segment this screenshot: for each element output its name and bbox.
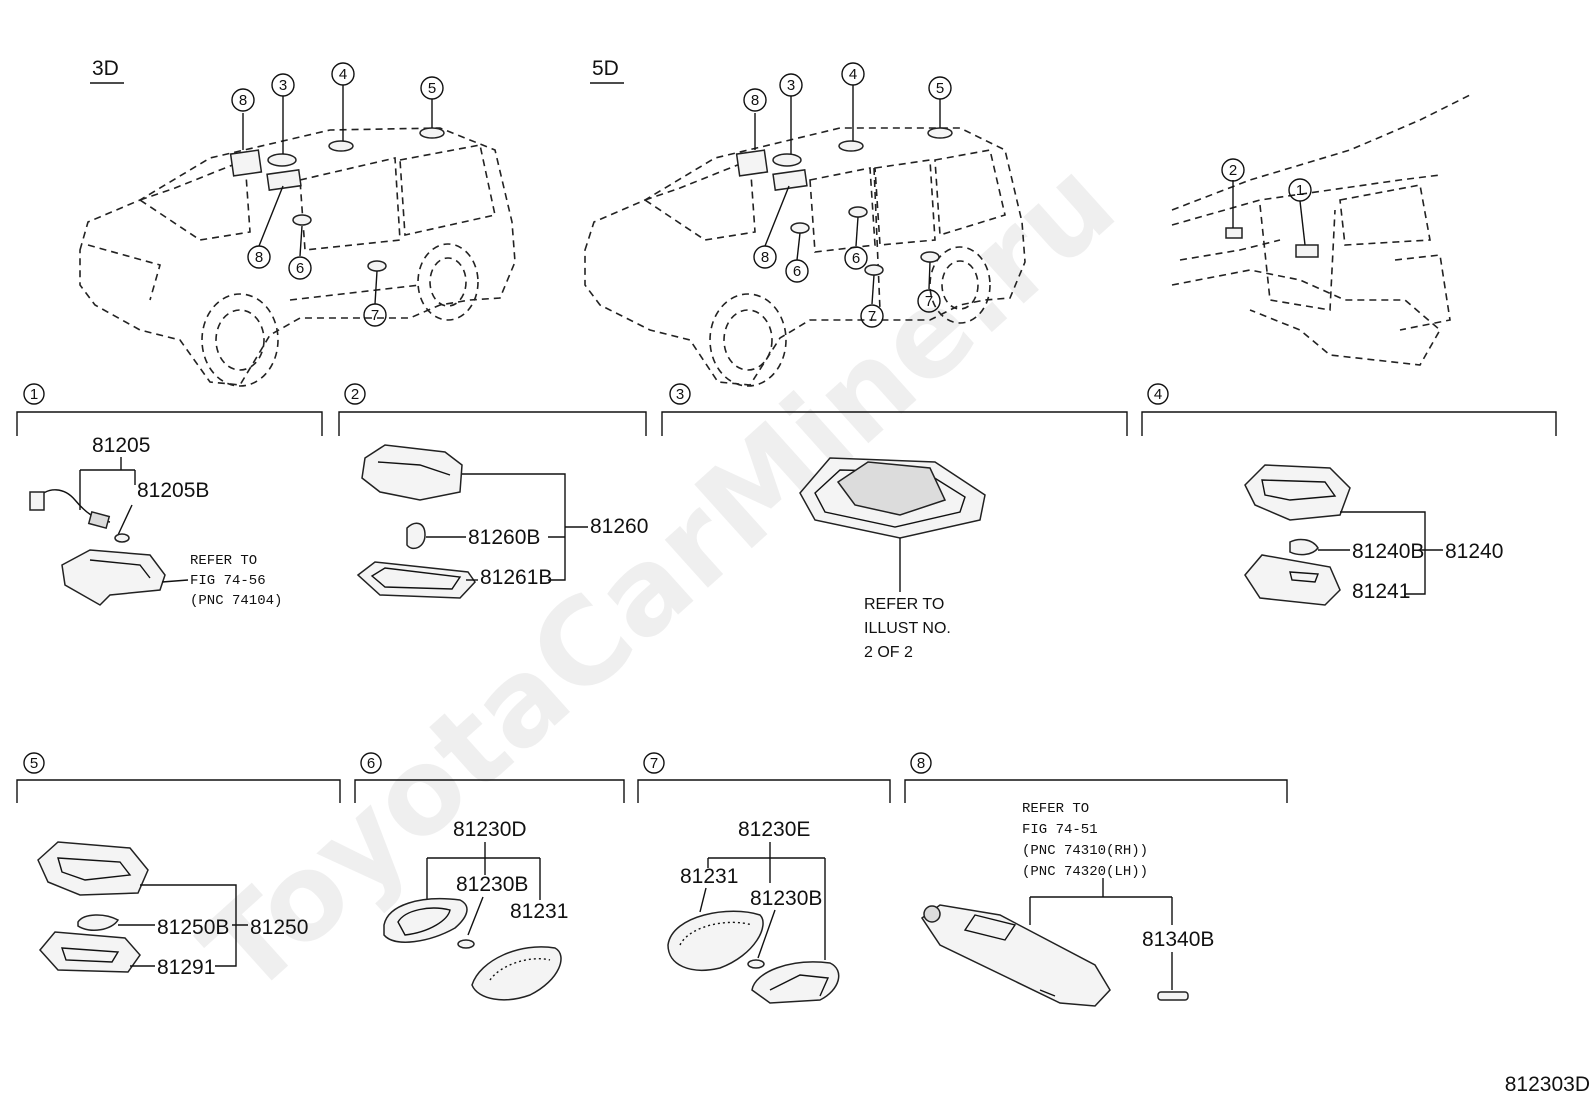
- svg-text:REFER TO: REFER TO: [1022, 801, 1089, 817]
- svg-text:1: 1: [30, 386, 38, 403]
- svg-text:8: 8: [761, 249, 769, 266]
- view-label-3d: 3D: [92, 57, 119, 80]
- svg-text:8: 8: [255, 249, 263, 266]
- watermark: ToyotaCarMine.ru: [176, 133, 1140, 1021]
- section-2: 81260B 81261B 81260: [356, 444, 648, 599]
- svg-text:2 OF 2: 2 OF 2: [864, 644, 913, 661]
- part-label-81250B: 81250B: [157, 916, 229, 939]
- svg-text:(PNC 74104): (PNC 74104): [190, 593, 282, 609]
- svg-text:7: 7: [925, 293, 933, 310]
- section-4: 81240B 81240 81241: [1244, 464, 1503, 606]
- svg-text:7: 7: [650, 755, 658, 772]
- leaders-5d: [754, 85, 941, 305]
- part-label-81260B: 81260B: [468, 526, 540, 549]
- svg-text:8: 8: [917, 755, 925, 772]
- svg-text:(PNC 74310(RH)): (PNC 74310(RH)): [1022, 843, 1148, 859]
- svg-text:5: 5: [936, 80, 944, 97]
- part-label-81240: 81240: [1445, 540, 1503, 563]
- interior-drawing: [1171, 94, 1471, 366]
- svg-text:REFER TO: REFER TO: [864, 596, 944, 613]
- svg-text:FIG 74-51: FIG 74-51: [1022, 822, 1098, 838]
- svg-text:1: 1: [1296, 182, 1304, 199]
- section-numbers: 1 2 3 4 5 6 7 8: [23, 383, 1169, 774]
- svg-text:ILLUST NO.: ILLUST NO.: [864, 620, 951, 637]
- part-label-81231: 81231: [510, 900, 568, 923]
- svg-text:5: 5: [30, 755, 38, 772]
- part-label-81230D: 81230D: [453, 818, 527, 841]
- view-label-5d: 5D: [592, 57, 619, 80]
- vehicle-5d-drawing: [584, 127, 1026, 387]
- part-label-81240B: 81240B: [1352, 540, 1424, 563]
- part-label-81261B: 81261B: [480, 566, 552, 589]
- vehicle-3d-drawing: [79, 127, 516, 387]
- section-3: REFER TO ILLUST NO. 2 OF 2: [799, 457, 986, 661]
- section-frames: [16, 411, 1557, 803]
- part-label-81250: 81250: [250, 916, 308, 939]
- svg-text:4: 4: [339, 66, 347, 83]
- svg-text:4: 4: [849, 66, 857, 83]
- section-8: REFER TO FIG 74-51 (PNC 74310(RH)) (PNC …: [920, 801, 1214, 1007]
- svg-text:2: 2: [1229, 162, 1237, 179]
- svg-text:3: 3: [676, 386, 684, 403]
- section-6: 81230D 81230B 81231: [383, 818, 568, 1001]
- section-5: 81250B 81250 81291: [37, 841, 308, 979]
- part-label-81230B: 81230B: [456, 873, 528, 896]
- svg-text:(PNC 74320(LH)): (PNC 74320(LH)): [1022, 864, 1148, 880]
- part-label-81231-s7: 81231: [680, 865, 738, 888]
- svg-text:4: 4: [1154, 386, 1162, 403]
- part-label-81340B: 81340B: [1142, 928, 1214, 951]
- svg-text:6: 6: [296, 260, 304, 277]
- svg-text:7: 7: [371, 307, 379, 324]
- section-7: 81230E 81231 81230B: [667, 818, 840, 1004]
- callouts-5d: 8 3 4 5 8 6 6 7 7: [743, 62, 952, 328]
- svg-text:REFER TO: REFER TO: [190, 553, 257, 569]
- svg-text:7: 7: [868, 308, 876, 325]
- svg-text:6: 6: [793, 263, 801, 280]
- part-label-81230B-s7: 81230B: [750, 887, 822, 910]
- part-label-81241: 81241: [1352, 580, 1410, 603]
- callouts-interior: 2 1: [1221, 158, 1312, 246]
- svg-text:8: 8: [239, 92, 247, 109]
- svg-text:3: 3: [279, 77, 287, 94]
- svg-text:5: 5: [428, 80, 436, 97]
- svg-text:8: 8: [751, 92, 759, 109]
- svg-text:6: 6: [852, 250, 860, 267]
- part-label-81260: 81260: [590, 515, 648, 538]
- svg-text:6: 6: [367, 755, 375, 772]
- figure-code: 812303D: [1505, 1073, 1590, 1096]
- part-label-81291: 81291: [157, 956, 215, 979]
- svg-text:2: 2: [351, 386, 359, 403]
- part-label-81205B: 81205B: [137, 479, 209, 502]
- leaders-3d: [242, 85, 433, 305]
- svg-text:3: 3: [787, 77, 795, 94]
- part-label-81230E: 81230E: [738, 818, 810, 841]
- callouts-3d: 8 3 4 5 8 6 7: [231, 62, 444, 327]
- svg-text:FIG 74-56: FIG 74-56: [190, 573, 266, 589]
- part-label-81205: 81205: [92, 434, 150, 457]
- section-1: 81205 81205B REFER TO FIG 74-56 (PNC 741…: [29, 434, 282, 609]
